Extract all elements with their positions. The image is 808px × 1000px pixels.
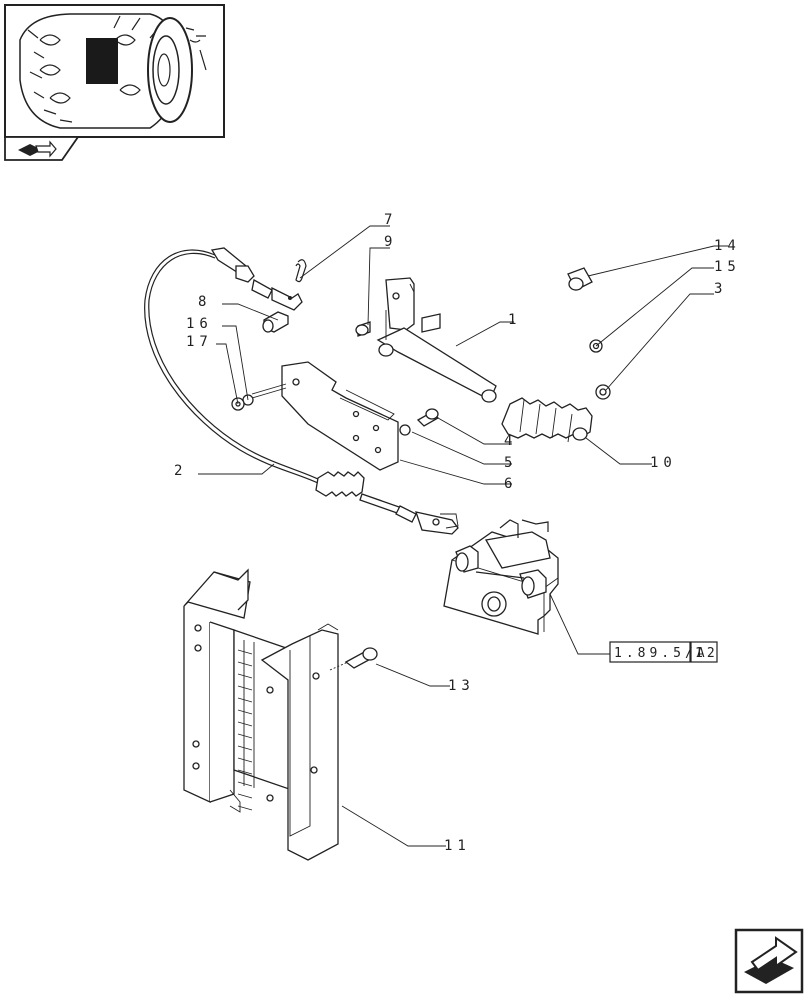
- callout-labels: 7 9 8 16 17 1 14 15 3 4 5 6 10 2 13 11: [174, 212, 741, 854]
- washer-5: [399, 424, 411, 436]
- hitch-hook-assembly: [443, 519, 559, 635]
- next-page-arrow-icon: [744, 936, 798, 984]
- cap: [567, 267, 593, 291]
- reference-link[interactable]: 1.89.5/A 12: [609, 641, 719, 663]
- book-arrow-icon: [18, 140, 57, 158]
- callout-14: 14: [714, 238, 741, 254]
- tractor-wheel-thumbnail-icon: [19, 13, 207, 129]
- bushing: [355, 321, 371, 337]
- rubber-boot: [501, 397, 593, 443]
- lever-support: [376, 277, 497, 403]
- callout-6: 6: [504, 476, 517, 492]
- locator-thumbnail[interactable]: [4, 4, 225, 138]
- book-tab[interactable]: [4, 136, 80, 161]
- callout-16: 16: [186, 316, 213, 332]
- control-cable: [144, 247, 459, 535]
- reference-section[interactable]: 1.89.5/A: [614, 646, 709, 661]
- bolt-4: [416, 408, 440, 427]
- callout-9: 9: [384, 234, 397, 250]
- spring-clip: [295, 259, 307, 283]
- callout-17: 17: [186, 334, 213, 350]
- callout-10: 10: [650, 455, 677, 471]
- next-page-button[interactable]: [734, 928, 804, 994]
- callout-4: 4: [504, 433, 517, 449]
- callout-13: 13: [448, 678, 475, 694]
- callout-15: 15: [714, 259, 741, 275]
- callout-2: 2: [174, 463, 187, 479]
- hitch-frame: [183, 568, 339, 861]
- callout-7: 7: [384, 212, 397, 228]
- callout-11: 11: [444, 838, 471, 854]
- callout-8: 8: [198, 294, 211, 310]
- bracket-plate: [251, 361, 399, 471]
- callout-3: 3: [714, 281, 727, 297]
- pin: [262, 311, 289, 333]
- reference-item[interactable]: 12: [695, 646, 719, 661]
- callout-5: 5: [504, 455, 517, 471]
- callout-1: 1: [508, 312, 521, 328]
- leader-lines: [198, 225, 728, 847]
- bolt-13: [329, 647, 378, 671]
